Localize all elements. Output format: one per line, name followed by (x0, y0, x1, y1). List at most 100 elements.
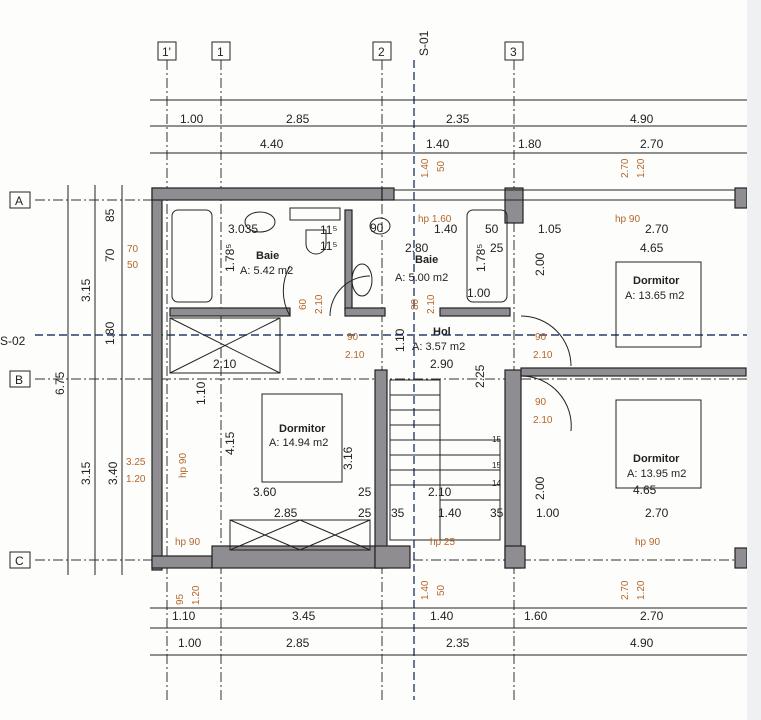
axis-col-label: 2 (378, 45, 385, 59)
dimension-label: 6.75 (53, 371, 67, 395)
top-dimensions: 1.00 2.85 2.35 4.90 4.40 1.40 1.80 2.70 (180, 112, 664, 151)
room-area: A: 5.42 m2 (240, 265, 293, 277)
dimension-label: 1.10 (393, 328, 407, 352)
dimension-label: 2.85 (286, 112, 310, 126)
rooms: Baie A: 5.42 m2 Baie A: 5.00 m2 Hol A: 3… (240, 250, 686, 480)
room-name: Baie (256, 250, 279, 262)
dimension-label: 1.40 (438, 506, 462, 520)
dimension-label: 2.85 (286, 636, 310, 650)
axis-col-label: 1 (217, 45, 224, 59)
dimension-label: 35 (490, 506, 504, 520)
opening-label: 1.40 (420, 580, 431, 600)
dimension-label: 3.16 (341, 446, 355, 470)
dimension-label: 2.80 (405, 241, 429, 255)
dimension-label: 2.00 (533, 476, 547, 500)
room-area: A: 14.94 m2 (269, 437, 328, 449)
dimension-label: 4.65 (640, 241, 664, 255)
dimension-label: 1.00 (467, 286, 491, 300)
dimension-label: 11⁵ (320, 239, 337, 253)
dimension-label: 1.60 (524, 609, 548, 623)
dimension-label: 2.70 (640, 609, 664, 623)
axis-row-label: C (15, 554, 24, 568)
dimension-label: 3.60 (253, 485, 277, 499)
dimension-label: 2.70 (640, 137, 664, 151)
room-area: A: 13.95 m2 (627, 468, 686, 480)
room-name: Baie (415, 254, 438, 266)
room-area: A: 5.00 m2 (395, 272, 448, 284)
dimension-label: 2.70 (645, 222, 669, 236)
dimension-label: 4.40 (260, 137, 284, 151)
dimension-label: 2.85 (274, 506, 298, 520)
dimension-label: 25 (358, 485, 372, 499)
opening-label: 3.25 (126, 457, 146, 468)
left-dimensions: 85 70 1.80 1.10 3.15 3.15 6.75 3.40 4.15 (53, 208, 237, 485)
dimension-label: 1.80 (518, 137, 542, 151)
bottom-dimensions: 1.10 3.45 1.40 1.60 2.70 1.00 2.85 2.35 … (172, 609, 664, 650)
dimension-label: 4.65 (633, 483, 657, 497)
sink-icon (369, 217, 391, 235)
dimension-label: 1.00 (536, 506, 560, 520)
wardrobe (169, 317, 281, 374)
stair-step-number: 15 (492, 461, 501, 470)
opening-label: 90 (347, 332, 359, 343)
opening-label: 50 (436, 160, 447, 172)
dimension-label: 11⁵ (320, 223, 337, 237)
dimension-label: 2.10 (213, 357, 237, 371)
opening-label: 1.20 (191, 585, 202, 605)
opening-label: 90 (535, 397, 547, 408)
bed-icon (615, 399, 702, 489)
dimension-label: 2.00 (533, 252, 547, 276)
dimension-label: 1.40 (430, 609, 454, 623)
dimension-label: 3.45 (292, 609, 316, 623)
opening-label: 1.40 (420, 158, 431, 178)
fixtures (169, 207, 702, 551)
opening-label: 50 (127, 260, 139, 271)
dimension-label: 90 (370, 221, 384, 235)
dimension-label: 3.40 (106, 461, 120, 485)
shelf (289, 207, 341, 221)
opening-label: 2.10 (426, 294, 437, 314)
opening-label: hp 90 (178, 453, 189, 478)
bathtub-icon (171, 209, 213, 303)
dimension-label: 1.05 (538, 222, 562, 236)
dimension-label: 2.10 (428, 485, 452, 499)
opening-label: 2.10 (533, 350, 553, 361)
opening-label: 2.70 (620, 580, 631, 600)
sink-icon (244, 211, 276, 233)
opening-label: 80 (410, 298, 421, 310)
room-area: A: 13.65 m2 (625, 290, 684, 302)
bed-icon (261, 393, 343, 483)
toilet-icon (305, 229, 327, 255)
opening-label: 1.20 (636, 580, 647, 600)
opening-label: 1.20 (126, 474, 146, 485)
axis-row-label: A (15, 194, 23, 208)
page-edge (747, 0, 761, 720)
room-area: A: 3.57 m2 (412, 341, 465, 353)
section-label: S-01 (417, 30, 431, 56)
opening-label: 2.70 (620, 158, 631, 178)
room-name: Dormitor (279, 423, 326, 435)
dimension-label: 2.90 (430, 357, 454, 371)
dimension-label: 35 (391, 506, 405, 520)
opening-label: 2.10 (314, 294, 325, 314)
opening-label: 50 (436, 584, 447, 596)
room-name: Dormitor (633, 453, 680, 465)
opening-label: hp 90 (175, 537, 200, 548)
dimension-label: 1.00 (178, 636, 202, 650)
axis-labels: 1' 1 2 3 A B C S-01 S-02 (0, 30, 524, 569)
axis-col-label: 3 (510, 45, 517, 59)
stair-step-numbers: 15 15 14 (492, 435, 501, 488)
dimension-label: 1.10 (172, 609, 196, 623)
dimension-label: 1.78⁵ (223, 244, 237, 272)
bathtub-icon (466, 209, 508, 303)
dimension-label: 2.35 (446, 112, 470, 126)
dimension-label: 1.00 (180, 112, 204, 126)
opening-labels: hp 1.60 hp 90 70 50 60 2.10 80 2.10 90 2… (126, 158, 660, 605)
stair-step-number: 15 (492, 435, 501, 444)
opening-label: 70 (127, 244, 139, 255)
dimension-label: 1.40 (434, 222, 458, 236)
dimension-label: 25 (490, 241, 504, 255)
dimension-lines (67, 99, 750, 656)
